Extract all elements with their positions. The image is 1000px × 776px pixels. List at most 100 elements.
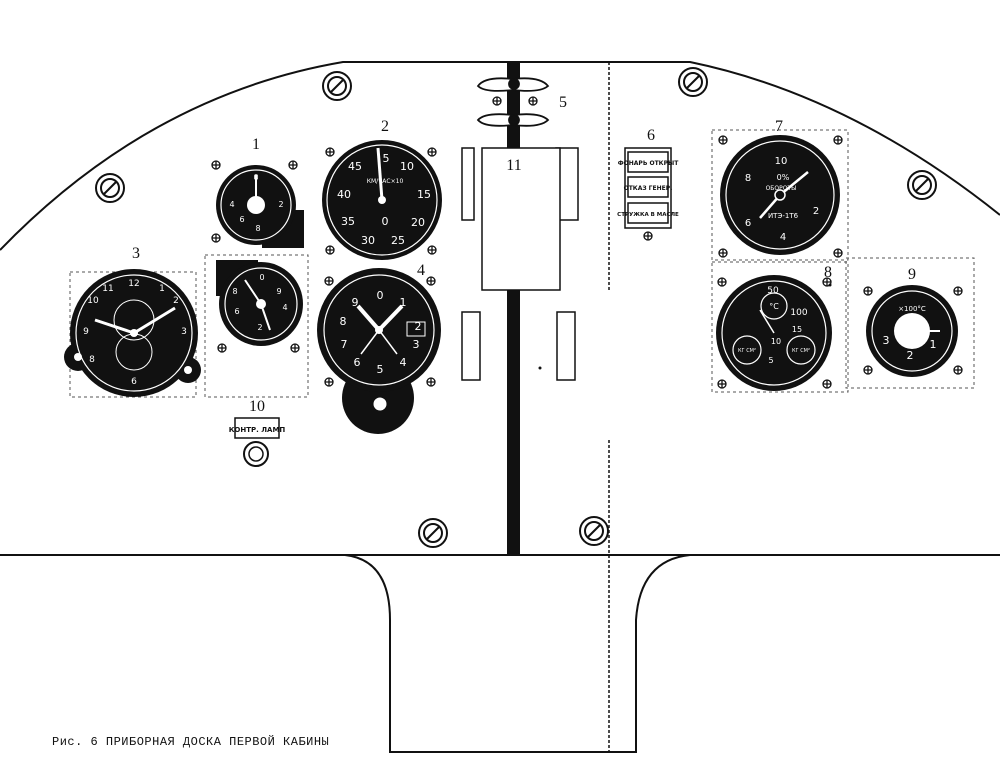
- tach-mark: 6: [745, 218, 751, 229]
- tach-mark: 8: [745, 173, 751, 184]
- tachometer-dial-text: 10 8 6 4 2 0% ОБОРОТЫ ИТЭ-1Т6: [745, 156, 819, 243]
- callout-8: 8: [824, 264, 832, 281]
- small1-mark: 6: [239, 215, 244, 224]
- airspeed-mark: 15: [417, 188, 431, 201]
- temp-mark: 1: [930, 338, 937, 351]
- eng-sub-right: КГ СМ²: [792, 348, 810, 354]
- altimeter-dial-text: 0 1 2 3 4 5 6 7 8 9: [340, 289, 422, 376]
- warning-labels: ФОНАРЬ ОТКРЫТ ОТКАЗ ГЕНЕР. СТРУЖКА В МАС…: [229, 160, 679, 434]
- screw: [907, 170, 937, 200]
- callout-numbers: 1 2 3 4 5 6 7 8 9 10 11: [132, 94, 916, 415]
- small-marks: [538, 283, 832, 370]
- airspeed-unit: КМ/ЧАС×10: [367, 178, 404, 185]
- eng-mark: 15: [792, 325, 802, 334]
- eng-mark: 5: [768, 356, 773, 365]
- panel-outline: [0, 61, 1000, 753]
- clock-dial-text: 10 11 12 1 2 9 3 8 6: [83, 279, 187, 387]
- alt-mark: 1: [400, 296, 407, 309]
- instrument-8-engine-gauge: [716, 275, 832, 391]
- tach-model: ИТЭ-1Т6: [768, 212, 799, 220]
- small1-mark: 2: [278, 200, 283, 209]
- alt-mark: 5: [377, 363, 384, 376]
- callout-10: 10: [249, 398, 265, 415]
- small2-mark: 4: [282, 303, 287, 312]
- small1-mark: 4: [229, 200, 234, 209]
- instrument-1-gauge: [216, 165, 304, 248]
- item-11-bracket: [461, 147, 579, 381]
- engine-dial-text: 50 100 15 10 5 °C КГ СМ² КГ СМ²: [738, 286, 810, 365]
- clock-mark: 9: [83, 327, 89, 337]
- temp-mark: 3: [883, 334, 890, 347]
- callout-4: 4: [417, 262, 425, 279]
- clock-mark: 12: [128, 279, 139, 289]
- airspeed-mark: 20: [411, 216, 425, 229]
- instrument-2-airspeed: [322, 140, 442, 260]
- alt-mark: 2: [415, 320, 422, 333]
- alt-mark: 0: [377, 289, 384, 302]
- warning-canopy-open: ФОНАРЬ ОТКРЫТ: [618, 160, 679, 167]
- callout-3: 3: [132, 245, 140, 262]
- tach-center: 0%: [777, 173, 790, 182]
- instrument-4-altimeter: [317, 268, 441, 434]
- small2-mark: 8: [232, 287, 237, 296]
- airspeed-mark: 0: [382, 215, 389, 228]
- clock-mark: 6: [131, 377, 137, 387]
- clock-mark: 11: [102, 284, 113, 294]
- figure-caption: Рис. 6 ПРИБОРНАЯ ДОСКА ПЕРВОЙ КАБИНЫ: [52, 735, 330, 749]
- clock-mark: 2: [173, 296, 179, 306]
- screw: [678, 67, 708, 97]
- eng-sub-left: КГ СМ²: [738, 348, 756, 354]
- alt-mark: 3: [413, 338, 420, 351]
- airspeed-mark: 10: [400, 160, 414, 173]
- instrument-3-clock: [64, 269, 201, 397]
- alt-mark: 9: [352, 296, 359, 309]
- callout-1: 1: [252, 136, 260, 153]
- airspeed-mark: 25: [391, 234, 405, 247]
- airspeed-mark: 30: [361, 234, 375, 247]
- airspeed-mark: 35: [341, 215, 355, 228]
- item-6-warning-panel: [624, 147, 672, 229]
- callout-6: 6: [647, 127, 655, 144]
- callout-9: 9: [908, 266, 916, 283]
- lamp-test-label: КОНТР. ЛАМП: [229, 426, 286, 434]
- small2-mark: 2: [257, 323, 262, 332]
- alt-mark: 8: [340, 315, 347, 328]
- tach-mark: 4: [780, 232, 786, 243]
- airspeed-dial-text: 0 5 10 15 20 25 30 35 40 45 КМ/ЧАС×10: [337, 152, 431, 247]
- screw: [322, 71, 352, 101]
- instrument-10-gauge: [216, 260, 303, 346]
- eng-mark: 100: [790, 308, 807, 318]
- mount-screws: [211, 96, 963, 389]
- panel-screws: [95, 67, 937, 548]
- callout-7: 7: [775, 118, 783, 135]
- airspeed-mark: 5: [383, 152, 390, 165]
- small2-mark: 9: [276, 287, 281, 296]
- clock-mark: 10: [87, 296, 99, 306]
- eng-mark: 10: [771, 337, 781, 346]
- clock-mark: 8: [89, 355, 95, 365]
- eng-unit: °C: [769, 302, 779, 311]
- screw: [579, 516, 609, 546]
- alt-mark: 4: [400, 356, 407, 369]
- temp-mark: 2: [907, 349, 914, 362]
- alt-mark: 7: [341, 338, 348, 351]
- small2-mark: 0: [259, 273, 264, 282]
- callout-11: 11: [506, 157, 521, 174]
- tach-mark: 2: [813, 206, 819, 217]
- instrument-9-temp-gauge: [866, 285, 958, 377]
- small2-mark: 6: [234, 307, 239, 316]
- clock-mark: 3: [181, 327, 187, 337]
- item-5-handles: [476, 77, 550, 127]
- screw: [418, 518, 448, 548]
- clock-mark: 1: [159, 284, 165, 294]
- airspeed-mark: 40: [337, 188, 351, 201]
- item-10-lamp-test: [234, 417, 280, 467]
- temp-dial-text: ×100°C 3 2 1: [883, 305, 937, 362]
- callout-2: 2: [381, 118, 389, 135]
- small1-mark: 0: [253, 173, 258, 182]
- tach-sub: ОБОРОТЫ: [766, 185, 797, 192]
- airspeed-mark: 45: [348, 160, 362, 173]
- temp-unit: ×100°C: [898, 305, 926, 313]
- callout-5: 5: [559, 94, 567, 111]
